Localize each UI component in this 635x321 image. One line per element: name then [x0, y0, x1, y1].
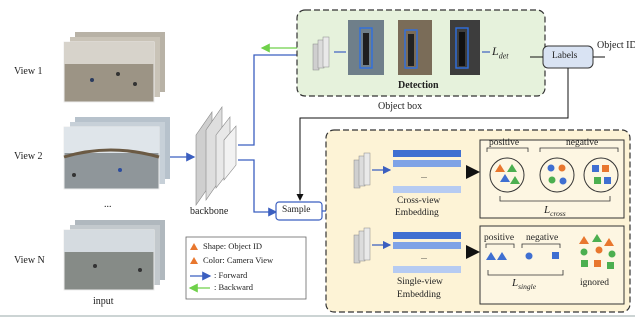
legend-shape-icon	[190, 243, 198, 250]
cross-positive-cluster	[489, 157, 525, 193]
cross-loss: Lcross	[544, 204, 566, 219]
view-1-label: View 1	[14, 66, 43, 77]
cross-positive-triangles	[495, 164, 520, 184]
cross-embedding-bars	[393, 150, 461, 193]
cross-view-line1: Cross-view	[397, 196, 441, 206]
cross-view-line2: Embedding	[395, 208, 439, 218]
legend-shape-text: Shape: Object ID	[203, 241, 263, 251]
detection-loss: Ldet	[492, 44, 509, 61]
input-label: input	[93, 296, 114, 307]
ignored-shapes	[579, 234, 616, 269]
single-loss-bracket	[487, 270, 564, 276]
view-n-image-stack	[63, 220, 165, 291]
single-view-line2: Embedding	[397, 290, 441, 300]
backbone-to-detection-arrow	[238, 50, 308, 146]
detection-feature-stack	[312, 36, 330, 71]
single-feature-stack	[353, 227, 371, 264]
cross-loss-bracket	[499, 196, 611, 202]
object-id-label: Object ID	[597, 40, 635, 51]
view-2-label: View 2	[14, 151, 43, 162]
legend-forward-text: : Forward	[214, 270, 248, 280]
cross-negative-bracket	[539, 147, 619, 152]
object-box-path	[296, 68, 569, 201]
ignored-label: ignored	[580, 278, 610, 288]
single-negative-label: negative	[526, 233, 559, 243]
backbone-to-sample-arrow	[238, 159, 278, 217]
single-dots: ...	[421, 252, 427, 261]
view-1-image-stack	[63, 32, 165, 103]
single-negative-bracket	[521, 243, 561, 248]
single-negative-shapes	[525, 252, 559, 260]
detection-title: Detection	[398, 80, 439, 91]
detection-crop-images	[348, 20, 480, 75]
cross-negative-cluster-1	[539, 157, 575, 193]
labels-box-text: Labels	[552, 51, 578, 61]
legend-color-text: Color: Camera View	[203, 255, 274, 265]
legend-box	[185, 236, 307, 300]
backbone-label: backbone	[190, 206, 229, 217]
object-box-label: Object box	[378, 101, 423, 112]
cross-negative-cluster-2	[583, 157, 619, 193]
single-embedding-bars	[393, 232, 461, 273]
cross-positive-label: positive	[489, 138, 520, 148]
cross-positive-bracket	[486, 147, 529, 152]
single-loss: Lsingle	[512, 277, 537, 292]
legend-backward-text: : Backward	[214, 282, 253, 292]
cross-dots: ...	[421, 171, 427, 180]
single-positive-bracket	[485, 243, 515, 248]
view-2-image-stack	[63, 117, 170, 190]
sample-box-text: Sample	[282, 205, 311, 215]
backbone-layers	[195, 106, 237, 206]
view-n-label: View N	[14, 255, 45, 266]
cross-negative-squares	[592, 165, 611, 184]
single-positive-triangles	[486, 252, 507, 260]
single-positive-label: positive	[484, 233, 515, 243]
legend-color-icon	[190, 257, 198, 264]
views-ellipsis: ...	[104, 199, 112, 210]
cross-negative-label: negative	[566, 138, 599, 148]
single-view-line1: Single-view	[397, 277, 443, 287]
cross-negative-circles	[547, 164, 567, 185]
cross-feature-stack	[353, 152, 371, 189]
